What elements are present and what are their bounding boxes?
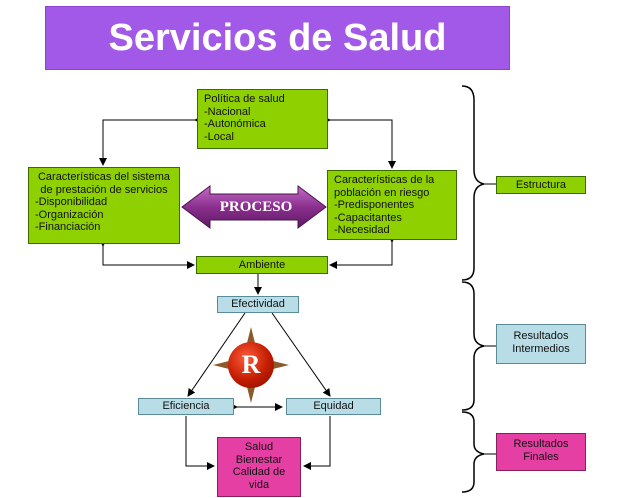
sistema-item: -Financiación [35, 221, 101, 233]
legend-finales: Resultados Finales [496, 433, 586, 471]
arrow-sistema-ambiente [99, 239, 195, 269]
eficiencia-box: Eficiencia [138, 398, 234, 415]
poblacion-item: -Predisponentes [334, 199, 415, 211]
efectividad-box: Efectividad [217, 296, 299, 313]
legend-intermedios-line: Intermedios [512, 343, 570, 355]
politica-heading: Política de salud [204, 93, 285, 105]
final-outcome: Salud [244, 441, 274, 453]
legend-finales-line: Finales [523, 451, 559, 463]
politica-item: -Nacional [204, 105, 251, 118]
arrow-politica-poblacion [323, 116, 396, 169]
arrow-equidad-final [303, 416, 331, 470]
r-badge-icon: R [228, 342, 274, 388]
equidad-box: Equidad [286, 398, 381, 415]
sistema-heading: Características del sistema [37, 171, 171, 183]
final-outcome: Calidad de [232, 466, 286, 478]
ambiente-box: Ambiente [196, 256, 328, 274]
final-outcome: Bienestar [235, 453, 283, 466]
arrow-poblacion-ambiente [329, 235, 396, 269]
legend-estructura: Estructura [496, 176, 586, 194]
poblacion-box: Características de la población en riesg… [327, 170, 457, 240]
arrow-eficiencia-final [185, 416, 215, 470]
legend-intermedios-line: Resultados [513, 330, 569, 342]
politica-item: -Local [204, 130, 234, 143]
brace-intermedios-icon [461, 281, 485, 411]
politica-box: Política de salud -Nacional -Autonómica … [197, 89, 328, 149]
sistema-box: Características del sistema de prestació… [28, 167, 180, 244]
politica-item: -Autonómica [204, 118, 266, 130]
sistema-item: -Organización [35, 208, 104, 221]
poblacion-heading: Características de la [334, 174, 435, 186]
proceso-label: PROCESO [219, 198, 293, 215]
brace-estructura-icon [461, 85, 485, 281]
arrow-efectividad-equidad [271, 312, 331, 397]
legend-finales-line: Resultados [513, 438, 569, 450]
sistema-item: -Disponibilidad [35, 196, 108, 208]
brace-finales-icon [461, 411, 485, 493]
proceso-arrow-icon [181, 185, 327, 229]
final-outcome: vida [248, 478, 270, 491]
sistema-heading: de prestación de servicios [40, 183, 168, 196]
arrow-politica-sistema [99, 116, 202, 166]
poblacion-item: -Necesidad [334, 224, 390, 236]
page-title: Servicios de Salud [45, 6, 510, 70]
final-outcomes-box: Salud Bienestar Calidad de vida [217, 437, 301, 497]
poblacion-heading: población en riesgo [334, 186, 430, 199]
arrow-efectividad-eficiencia [187, 312, 246, 397]
poblacion-item: -Capacitantes [334, 211, 402, 224]
legend-intermedios: Resultados Intermedios [496, 324, 586, 364]
